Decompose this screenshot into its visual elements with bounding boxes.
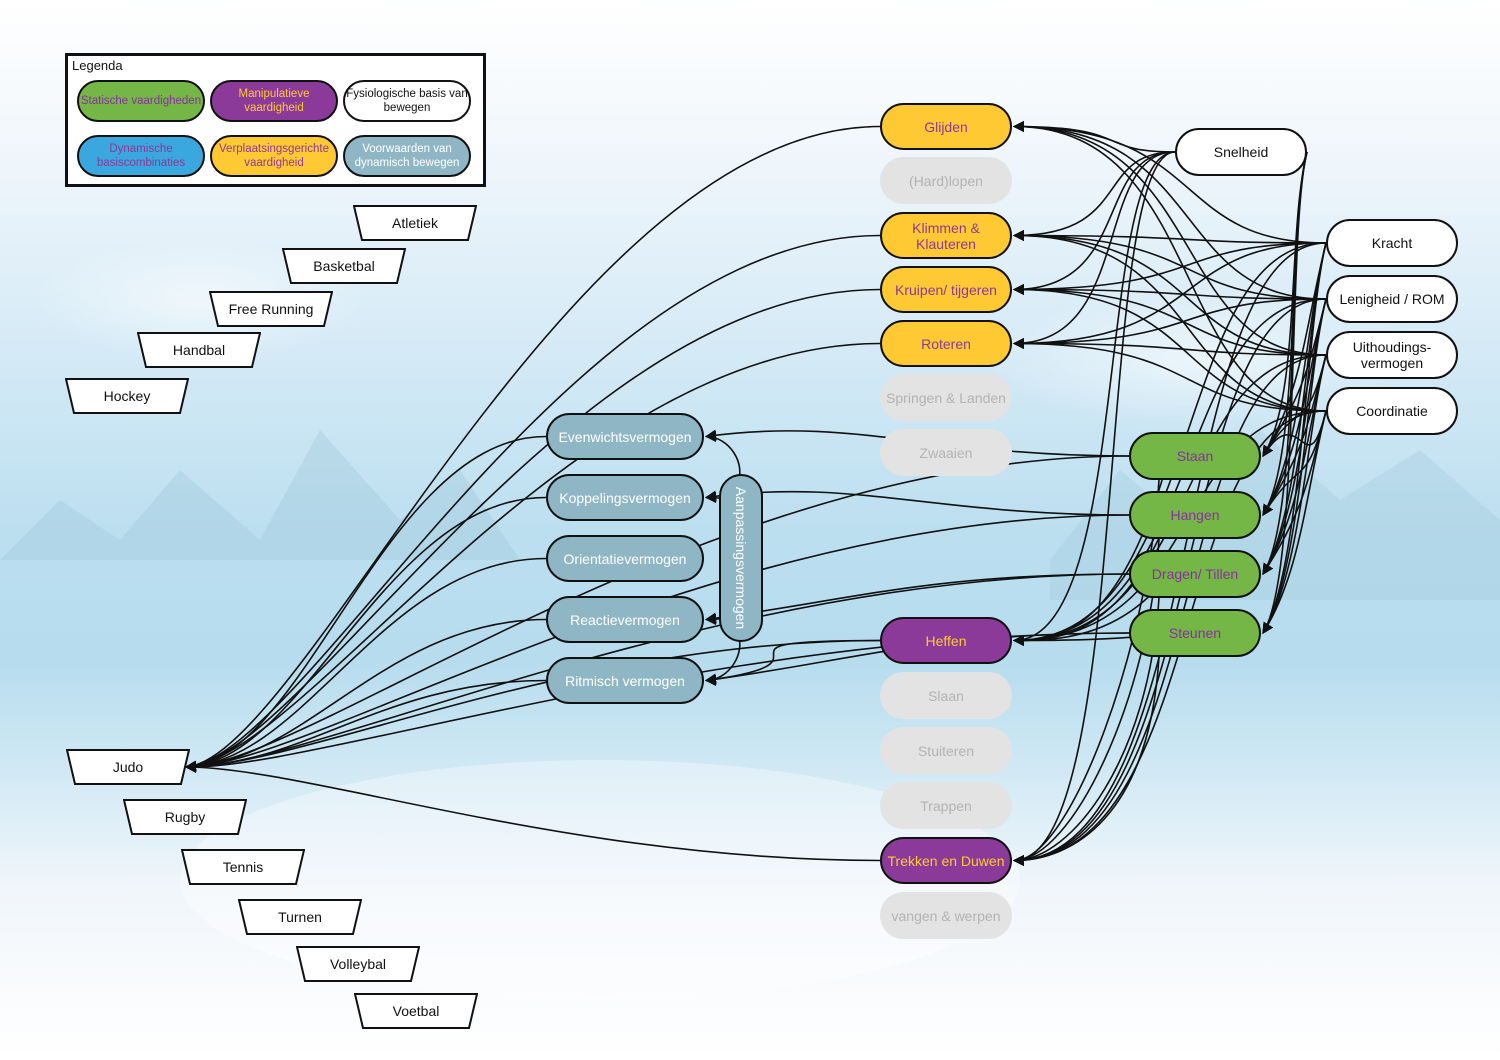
skill-kruipen: Kruipen/ tijgeren <box>880 266 1012 313</box>
sport-label: Turnen <box>278 909 322 925</box>
edge-coordinatie-kruipen <box>1012 283 1327 412</box>
edge-hangen-judo <box>184 514 1130 773</box>
edge-koppeling-judo <box>184 496 547 773</box>
physiological-lenigheid: Lenigheid / ROM <box>1326 275 1458 323</box>
static-skill-staan: Staan <box>1129 432 1261 480</box>
sport-basketbal: Basketbal <box>282 248 406 284</box>
edge-coordinatie-steunen <box>1262 410 1327 634</box>
skill-hardlopen: (Hard)lopen <box>880 157 1012 204</box>
edge-glijden-judo <box>184 125 881 772</box>
edge-kracht-roteren <box>1012 242 1327 350</box>
edge-orientatie-judo <box>184 557 547 773</box>
legend-title: Legenda <box>72 58 123 73</box>
sport-label: Voetbal <box>392 1003 440 1019</box>
skill-roteren: Roteren <box>880 320 1012 367</box>
skill-heffen: Heffen <box>880 617 1012 664</box>
edge-evenwicht-judo <box>184 435 547 773</box>
edge-snelheid-trekken <box>1012 151 1176 867</box>
legend-item-dyn: Dynamische basiscombinaties <box>77 135 205 177</box>
sport-label: Free Running <box>228 301 314 317</box>
edge-dragen-trekken <box>1012 597 1160 867</box>
edge-ritmisch-judo <box>184 679 547 773</box>
sport-tennis: Tennis <box>181 849 305 885</box>
legend-item-phys: Fysiologische basis van bewegen <box>343 80 471 122</box>
edge-kracht-kruipen <box>1012 242 1327 296</box>
skill-slaan: Slaan <box>880 672 1012 719</box>
edge-snelheid-heffen <box>1012 151 1176 647</box>
edge-coordinatie-klimmen <box>1012 229 1327 412</box>
edge-coordinatie-roteren <box>1012 337 1327 412</box>
sport-hockey: Hockey <box>65 378 189 414</box>
edge-steunen-trekken <box>1012 656 1160 867</box>
skill-trappen: Trappen <box>880 782 1012 829</box>
sport-label: Volleybal <box>329 956 387 972</box>
edge-lenigheid-roteren <box>1012 298 1327 350</box>
coordination-group-aanpassingsvermogen: Aanpassingsvermogen <box>719 474 763 642</box>
physiological-kracht: Kracht <box>1326 219 1458 267</box>
physiological-snelheid: Snelheid <box>1175 128 1307 176</box>
edge-hangen-trekken <box>1012 538 1160 867</box>
sport-atletiek: Atletiek <box>353 205 477 241</box>
coordination-koppeling: Koppelingsvermogen <box>546 474 704 521</box>
physiological-uithouding: Uithoudings- vermogen <box>1326 331 1458 379</box>
sport-volleybal: Volleybal <box>296 946 420 982</box>
edge-lenigheid-glijden <box>1012 120 1327 300</box>
sport-rugby: Rugby <box>123 799 247 835</box>
edge-uithouding-glijden <box>1012 120 1327 356</box>
static-skill-steunen: Steunen <box>1129 609 1261 657</box>
coordination-reactie: Reactievermogen <box>546 596 704 643</box>
sport-label: Hockey <box>103 388 151 404</box>
sport-turnen: Turnen <box>238 899 362 935</box>
sport-label: Basketbal <box>313 258 375 274</box>
sport-handbal: Handbal <box>137 332 261 368</box>
coordination-group-label: Aanpassingsvermogen <box>733 486 749 630</box>
edge-snelheid-roteren <box>1012 151 1176 350</box>
legend-item-loco: Verplaatsingsgerichte vaardigheid <box>210 135 338 177</box>
edge-uithouding-trekken <box>1012 354 1327 867</box>
legend-item-manip: Manipulatieve vaardigheid <box>210 80 338 122</box>
static-skill-dragen: Dragen/ Tillen <box>1129 550 1261 598</box>
skill-stuiteren: Stuiteren <box>880 727 1012 774</box>
sport-voetbal: Voetbal <box>354 993 478 1029</box>
edge-heffen-ritmisch <box>704 639 881 685</box>
legend-item-static: Statische vaardigheden <box>77 80 205 122</box>
sport-judo: Judo <box>66 749 190 785</box>
legend-item-cond: Voorwaarden van dynamisch bewegen <box>343 135 471 177</box>
edge-klimmen-judo <box>184 234 881 772</box>
coordination-ritmisch: Ritmisch vermogen <box>546 657 704 704</box>
edge-roteren-judo <box>184 342 881 772</box>
edge-snelheid-steunen <box>1262 151 1308 634</box>
skill-zwaaien: Zwaaien <box>880 429 1012 476</box>
physiological-coordinatie: Coordinatie <box>1326 387 1458 435</box>
skill-trekken: Trekken en Duwen <box>880 837 1012 884</box>
edge-snelheid-klimmen <box>1012 151 1176 242</box>
sport-label: Tennis <box>222 859 264 875</box>
sport-label: Handbal <box>172 342 226 358</box>
static-skill-hangen: Hangen <box>1129 491 1261 539</box>
sport-label: Judo <box>112 759 144 775</box>
skill-glijden: Glijden <box>880 103 1012 150</box>
edge-reactie-judo <box>184 618 547 773</box>
edge-staan-trekken <box>1012 479 1160 867</box>
sport-label: Atletiek <box>392 215 438 231</box>
edge-dragen-judo <box>184 573 1130 773</box>
coordination-evenwicht: Evenwichtsvermogen <box>546 413 704 460</box>
skill-vangen: vangen & werpen <box>880 892 1012 939</box>
skill-klimmen: Klimmen & Klauteren <box>880 212 1012 259</box>
sport-free-running: Free Running <box>209 291 333 327</box>
edge-hangen-koppeling <box>704 490 1130 516</box>
edge-coordinatie-glijden <box>1012 120 1327 412</box>
coordination-orientatie: Orientatievermogen <box>546 535 704 582</box>
sport-label: Rugby <box>164 809 206 825</box>
edge-uithouding-klimmen <box>1012 229 1327 356</box>
edge-trekken-judo <box>184 761 881 862</box>
skill-springen: Springen & Landen <box>880 374 1012 421</box>
edge-kracht-glijden <box>1012 120 1327 244</box>
